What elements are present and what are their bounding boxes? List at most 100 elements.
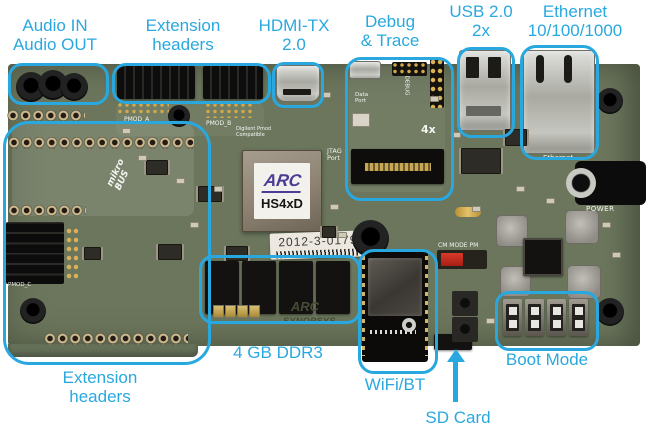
audio-label: Audio IN Audio OUT: [13, 16, 97, 54]
wifi-shield: [368, 258, 422, 316]
extension-top-line1: Extension: [145, 16, 221, 35]
sd-card-arrow-head: [447, 349, 465, 362]
silk-digilent-1: Digilent Pmod: [236, 126, 272, 132]
button-cap: [460, 324, 470, 334]
arc-logo: ARC: [261, 171, 303, 193]
capacitor: [546, 198, 555, 204]
silk-jtag-1: JTAG: [327, 147, 342, 155]
female-header-row: [44, 333, 188, 345]
extension-top-line2: headers: [152, 35, 214, 54]
ic-chip: [146, 160, 168, 175]
capacitor: [138, 155, 147, 161]
extension-pin-header: [203, 66, 263, 99]
led: [225, 305, 236, 318]
ddr-highlight: [199, 255, 361, 324]
ic-chip: [158, 244, 182, 260]
boot-mode-label: Boot Mode: [505, 350, 589, 369]
silk-jtag-2: Port: [327, 154, 340, 162]
ethernet-label-line1: Ethernet: [542, 2, 608, 21]
audio-jack: [60, 73, 88, 101]
button-cap: [460, 298, 470, 308]
boot-mode-highlight: [495, 291, 599, 351]
female-header-row: [7, 110, 85, 121]
extension-top-label: Extension headers: [146, 16, 221, 54]
usb-port-slot: [488, 57, 501, 78]
wifi-highlight: [358, 249, 438, 374]
silk-digilent-2: Compatible: [236, 132, 265, 138]
capacitor: [214, 186, 223, 192]
wifi-pads-row: [370, 330, 416, 334]
hdmi-label: HDMI-TX 2.0: [259, 16, 330, 54]
audio-highlight: [8, 63, 109, 105]
usb-label-line2: 2x: [472, 21, 490, 40]
extension-top-highlight: [112, 63, 271, 104]
capacitor: [486, 318, 495, 324]
ethernet-latch-slot: [564, 55, 572, 83]
round-knob: [596, 298, 624, 326]
silk-cm-mode: CM MODE PM: [438, 242, 479, 249]
debug-pin-header: [392, 62, 427, 76]
usb-port-slot: [466, 57, 479, 78]
wifi-castellation: [362, 256, 365, 356]
audio-label-line2: Audio OUT: [12, 35, 98, 54]
wifi-label: WiFi/BT: [364, 375, 426, 394]
female-header-row: [8, 205, 86, 216]
silk-4x: 4x: [421, 123, 436, 136]
oscillator: [352, 113, 370, 127]
trace-connector-pins: [365, 163, 431, 171]
audio-label-line1: Audio IN: [22, 16, 88, 35]
extension-bottom-line2: headers: [69, 387, 131, 406]
wifi-castellation: [425, 256, 428, 356]
sd-card-label: SD Card: [425, 408, 491, 427]
ic-chip: [322, 226, 336, 238]
hdmi-label-line1: HDMI-TX: [258, 16, 330, 35]
ufl-antenna-connector: [402, 318, 416, 332]
boot-dip-switch: [547, 299, 566, 336]
ethernet-highlight: [520, 45, 599, 160]
silk-data-1: Data: [355, 92, 369, 98]
extension-pin-header: [117, 66, 195, 99]
led: [213, 305, 224, 318]
pmod-c-pins: [66, 227, 78, 282]
led: [237, 305, 248, 318]
silk-pmod-c: PMOD_C: [8, 282, 32, 288]
ethernet-latch-slot: [536, 55, 544, 83]
ethernet-label-line2: 10/100/1000: [527, 21, 623, 40]
capacitor: [516, 186, 525, 192]
boot-dip-switch: [569, 299, 588, 336]
silk-power: POWER: [586, 205, 615, 213]
cpu-model: HS4xD: [261, 196, 303, 211]
capacitor: [190, 222, 199, 228]
silk-data-port: Data Port: [355, 92, 368, 104]
ethernet-label: Ethernet 10/100/1000: [528, 2, 623, 40]
ddr-label: 4 GB DDR3: [233, 343, 323, 362]
usb-label: USB 2.0 2x: [449, 2, 512, 40]
female-header-row: [8, 137, 194, 149]
silk-data-2: Port: [355, 98, 366, 104]
debug-trace-highlight: [345, 57, 454, 201]
push-button: [452, 317, 478, 342]
hdmi-highlight: [272, 62, 324, 108]
hdmi-slot: [283, 89, 311, 95]
sd-card-arrow-line: [453, 360, 458, 402]
capacitor: [330, 204, 339, 210]
pcb-bottom-left-edge: [8, 344, 198, 357]
inductor: [496, 215, 528, 247]
silk-jtag: JTAG Port: [327, 148, 342, 162]
debug-label-line1: Debug: [364, 12, 416, 31]
power-jack-ring: [566, 168, 596, 198]
extension-bottom-label: Extension headers: [63, 368, 138, 406]
pmod-a-pads: [117, 102, 169, 116]
round-knob: [597, 88, 623, 114]
ddr3-chip: [279, 261, 313, 314]
boot-dip-switch: [525, 299, 544, 336]
capacitor: [122, 128, 131, 134]
ddr3-chip: [316, 261, 350, 314]
boot-dip-switch: [503, 299, 522, 336]
capacitor: [176, 178, 185, 184]
ethernet-magnetics: [461, 148, 501, 174]
capacitor: [612, 252, 621, 258]
mode-switch-red: [441, 253, 463, 266]
pmic-chip: [523, 238, 563, 276]
